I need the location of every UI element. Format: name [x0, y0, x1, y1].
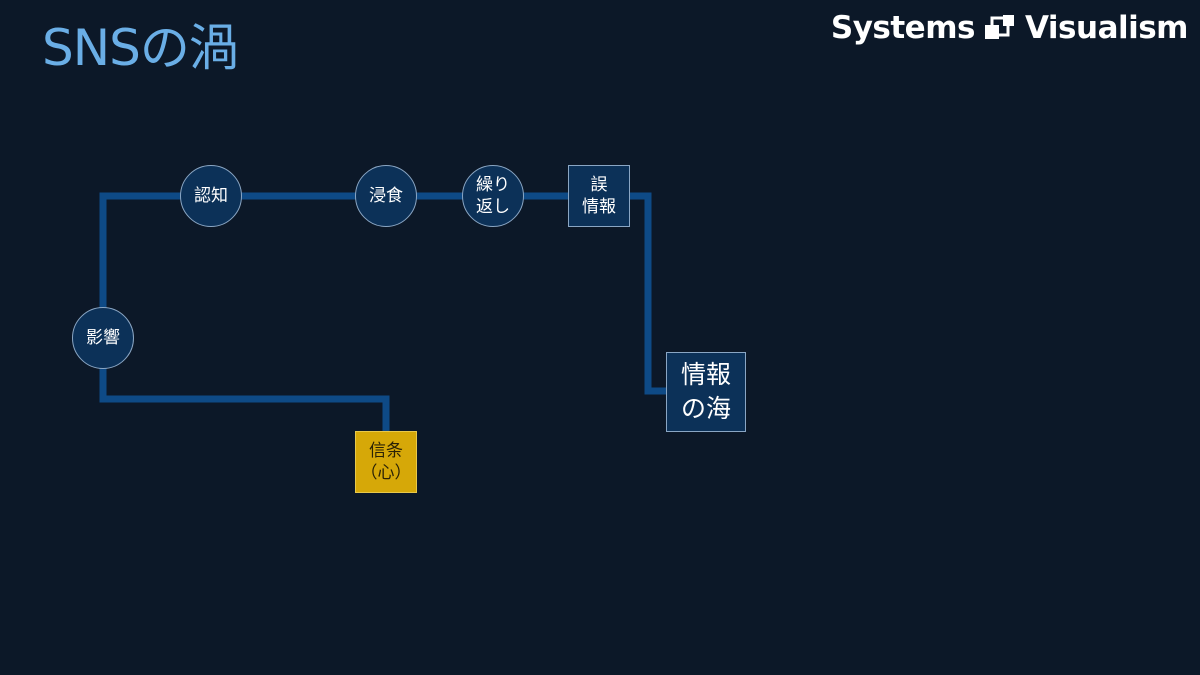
- node-eikyou: 影響: [72, 307, 134, 369]
- connector-top-path: [99, 192, 668, 395]
- node-shinshoku: 浸食: [355, 165, 417, 227]
- node-joho-no-umi: 情報 の海: [666, 352, 746, 432]
- brand-name-right: Visualism: [1024, 10, 1189, 46]
- brand-name-left: Systems: [830, 10, 976, 46]
- node-gojouhou: 誤 情報: [568, 165, 630, 227]
- node-kurikaeshi: 繰り 返し: [462, 165, 524, 227]
- node-ninchi: 認知: [180, 165, 242, 227]
- systems-visualism-logo-icon: [984, 15, 1014, 39]
- connector-bottom-path: [99, 339, 390, 432]
- page-title: SNSの渦: [42, 19, 239, 77]
- brand-logo: Systems Visualism: [830, 10, 1189, 46]
- node-shinjou: 信条 （心）: [355, 431, 417, 493]
